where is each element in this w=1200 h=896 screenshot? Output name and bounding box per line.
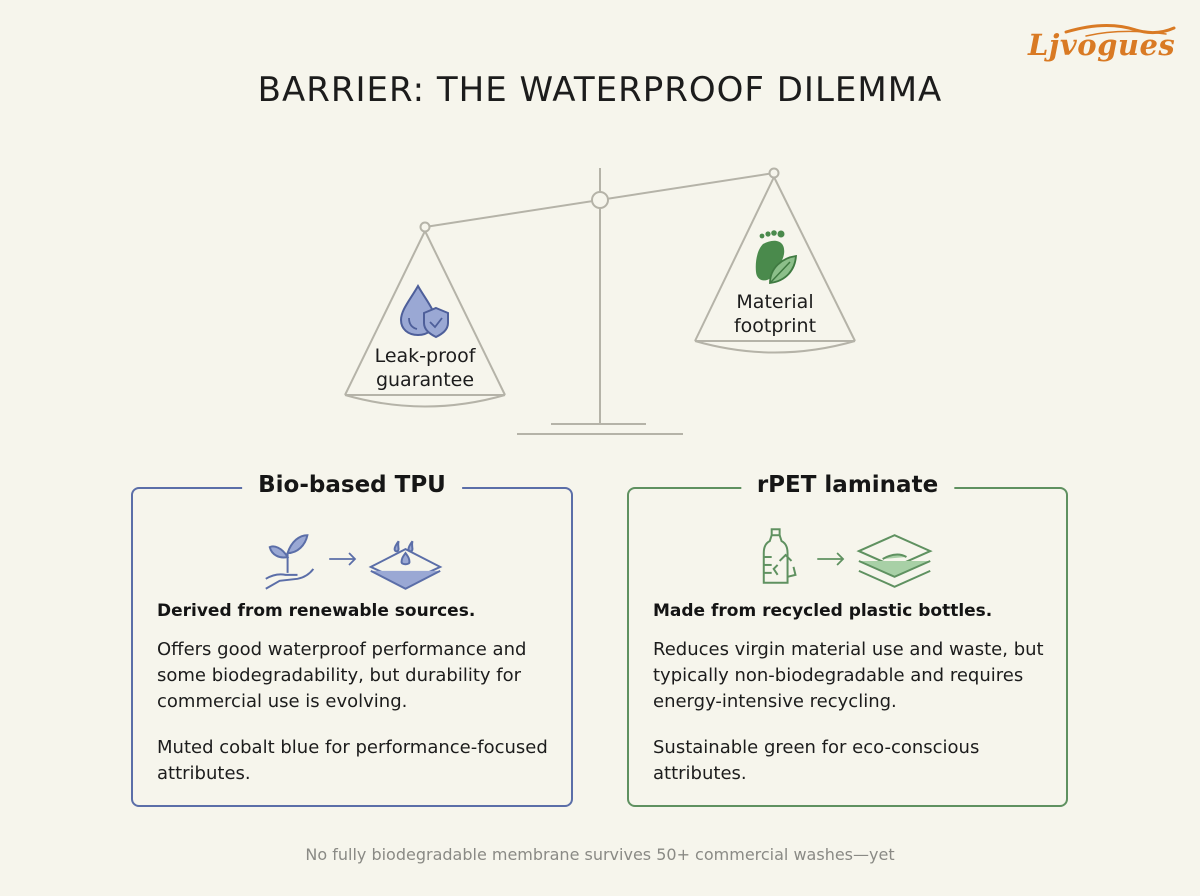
right-hinge — [768, 167, 780, 179]
balance-scale-diagram — [344, 167, 856, 435]
recycled-bottle-icon — [762, 528, 797, 584]
card-rpet-laminate: rPET laminate Made from recycled plastic… — [627, 472, 1068, 807]
laminate-layers-icon — [856, 534, 933, 588]
brand-logo — [1026, 22, 1176, 72]
footprint-leaf-icon — [755, 230, 797, 285]
logo-swoosh-icon — [1064, 23, 1176, 37]
left-pan-label: Leak-proof guarantee — [374, 345, 476, 391]
card-lead: Derived from renewable sources. — [157, 601, 476, 621]
card-title: rPET laminate — [740, 472, 955, 498]
card-lead: Made from recycled plastic bottles. — [653, 601, 993, 621]
card-bio-based-tpu: Bio-based TPU Derived from renewable sou… — [131, 472, 573, 807]
right-pan-label: Material footprint — [733, 291, 817, 337]
waterproof-layers-icon — [368, 540, 443, 590]
water-drop-shield-icon — [399, 283, 449, 339]
arrow-right-icon — [817, 552, 845, 566]
plant-in-hand-icon — [265, 534, 315, 590]
page-title: BARRIER: THE WATERPROOF DILEMMA — [257, 70, 943, 110]
card-note: Muted cobalt blue for performance-focuse… — [157, 737, 548, 784]
card-title: Bio-based TPU — [242, 472, 462, 498]
arrow-right-icon — [329, 552, 357, 566]
card-body: Offers good waterproof performance and s… — [157, 639, 527, 712]
footer-caption: No fully biodegradable membrane survives… — [305, 845, 895, 864]
scale-pivot — [591, 191, 609, 209]
card-body: Reduces virgin material use and waste, b… — [653, 639, 1044, 712]
card-note: Sustainable green for eco-conscious attr… — [653, 737, 980, 784]
brand-logo-text: Ljvogues — [1028, 28, 1176, 62]
left-hinge — [419, 221, 431, 233]
